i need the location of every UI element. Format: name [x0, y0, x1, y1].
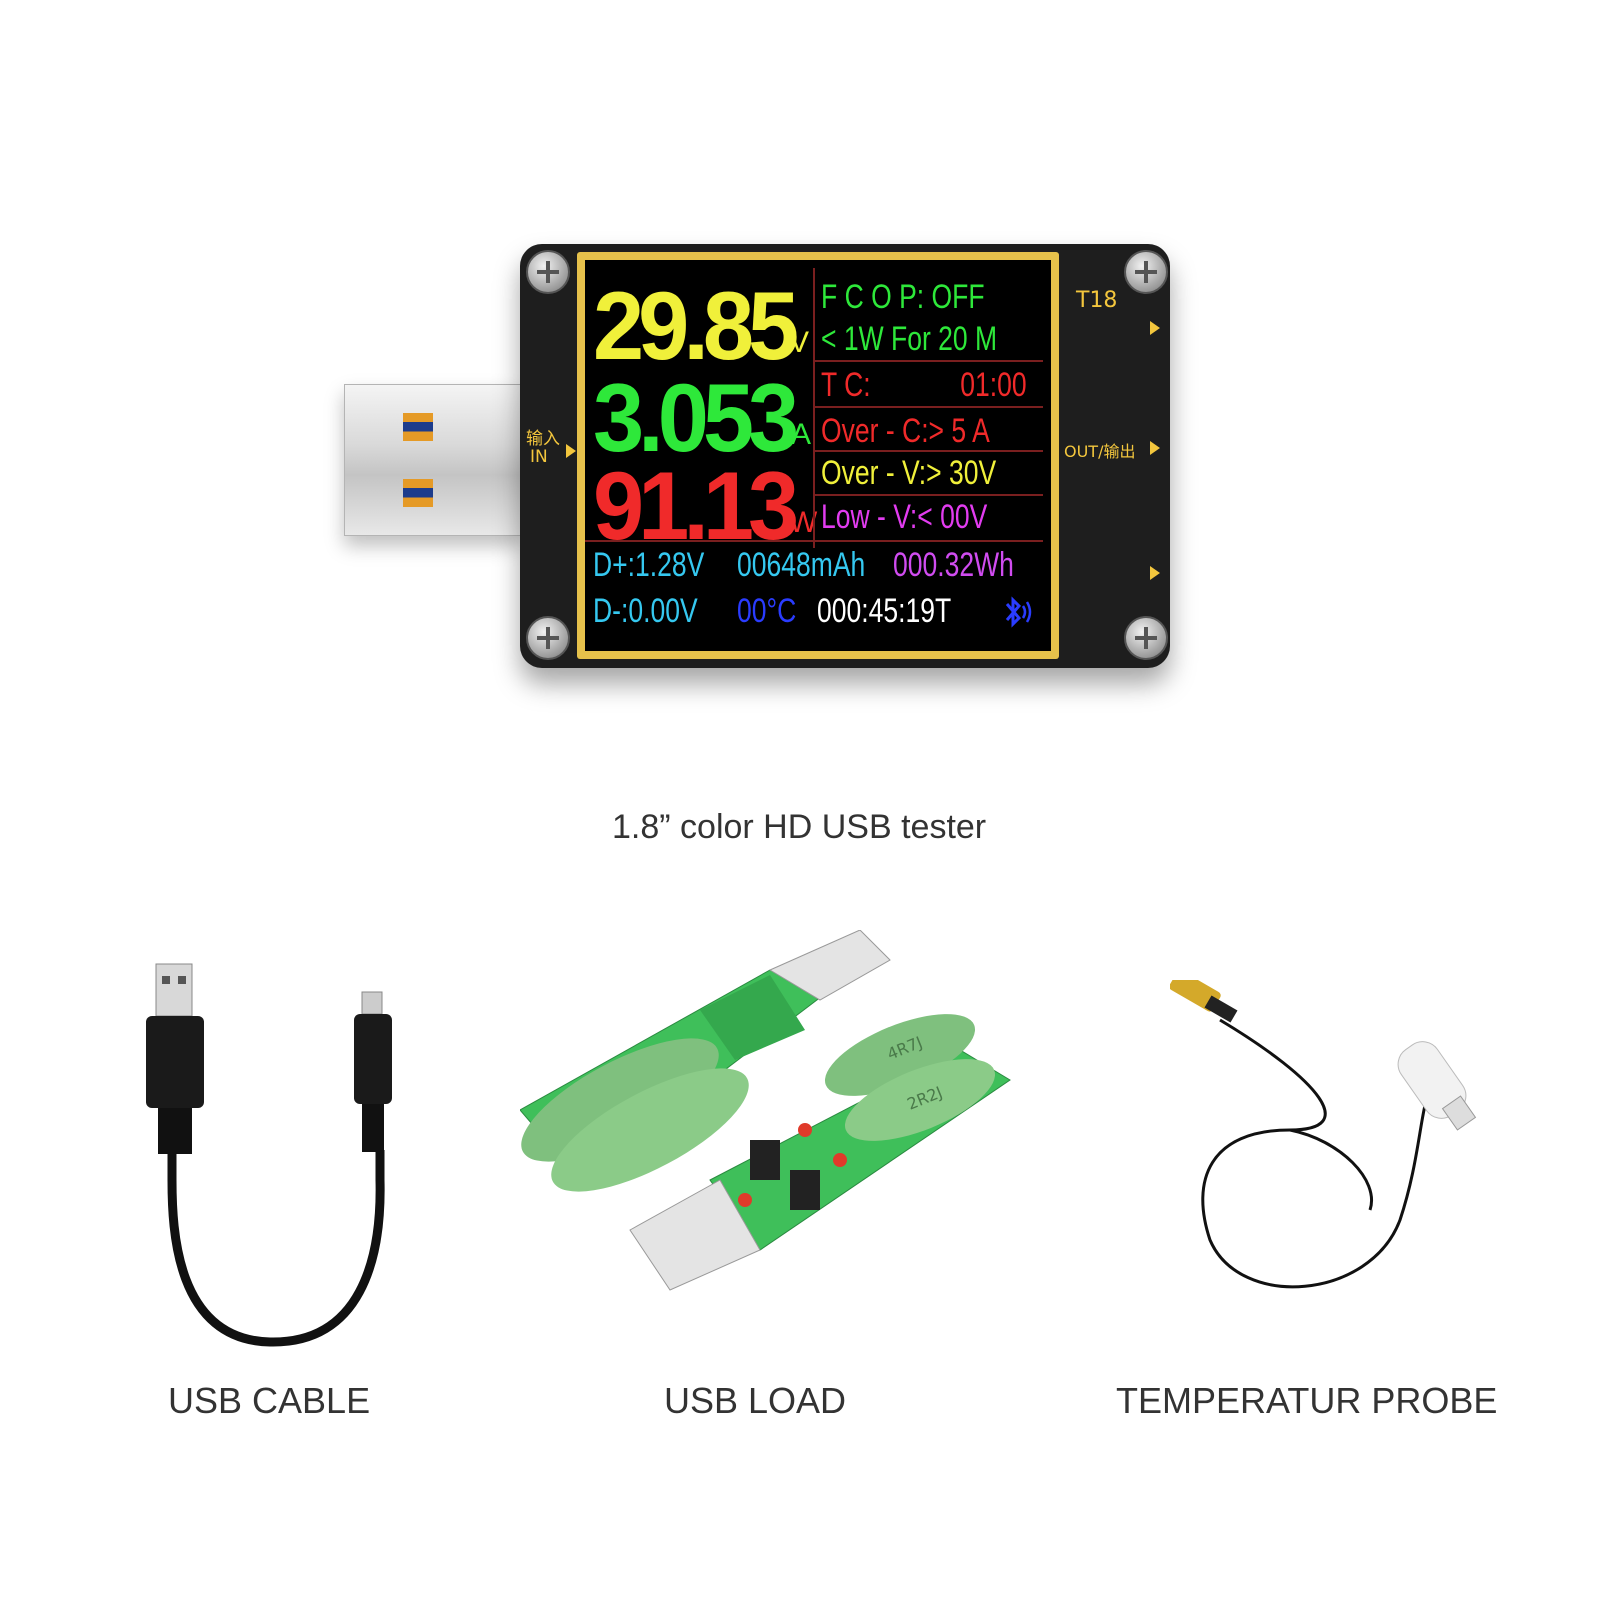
d-plus-voltage: D+:1.28V: [593, 546, 705, 584]
arrow-right-icon: [1150, 566, 1160, 580]
screen-divider: [813, 268, 815, 548]
tc-value: 01:00: [960, 366, 1027, 404]
input-label: 输入 IN: [526, 430, 560, 466]
screw-icon: [1124, 616, 1168, 660]
usb-load-image: 4R7J 2R2J: [520, 930, 1011, 1291]
over-current-limit: Over - C:> 5 A: [821, 412, 990, 450]
voltage-value: 29.85: [593, 272, 799, 380]
arrow-right-icon: [1150, 321, 1160, 335]
tc-label: T C:: [821, 366, 871, 404]
fcop-status: F C O P: OFF: [821, 278, 985, 316]
arrow-right-icon: [566, 444, 576, 458]
voltage-unit: V: [789, 326, 810, 359]
tc-row: T C: 01:00: [821, 366, 1027, 404]
low-voltage-limit: Low - V:< 00V: [821, 498, 988, 536]
probe-caption: TEMPERATUR PROBE: [1116, 1380, 1498, 1421]
screen-divider: [815, 406, 1043, 408]
bluetooth-icon: [1005, 596, 1032, 628]
power-value: 91.13: [593, 452, 799, 560]
energy-value: 000.32Wh: [893, 546, 1014, 584]
screen-divider: [815, 360, 1043, 362]
screen-divider: [815, 494, 1043, 496]
cutoff-setting: < 1W For 20 M: [821, 320, 998, 358]
current-unit: A: [791, 418, 812, 451]
cable-caption: USB CABLE: [168, 1380, 371, 1421]
tester-usb-plug: [344, 384, 524, 536]
temperature-value: 00°C: [737, 592, 797, 630]
output-label: OUT/输出: [1064, 442, 1136, 461]
input-label-cn: 输入: [526, 429, 560, 449]
temperature-probe-image: [1170, 980, 1477, 1289]
usb-pin: [403, 479, 433, 507]
load-caption: USB LOAD: [664, 1380, 847, 1421]
power-unit: W: [789, 506, 818, 539]
arrow-right-icon: [1150, 441, 1160, 455]
screw-icon: [526, 250, 570, 294]
capacity-value: 00648mAh: [737, 546, 866, 584]
screen-divider: [815, 450, 1043, 452]
input-label-en: IN: [530, 447, 548, 467]
usb-pin: [403, 413, 433, 441]
model-label: T18: [1076, 288, 1118, 313]
tester-caption: 1.8” color HD USB tester: [612, 808, 987, 846]
current-value: 3.053: [593, 364, 799, 472]
screen-divider: [585, 540, 1043, 542]
d-minus-voltage: D-:0.00V: [593, 592, 698, 630]
over-voltage-limit: Over - V:> 30V: [821, 454, 997, 492]
screw-icon: [1124, 250, 1168, 294]
usb-cable-image: [146, 963, 392, 1347]
elapsed-time: 000:45:19T: [817, 592, 952, 630]
tester-screen: 29.85 V 3.053 A 91.13 W F C O P: OFF < 1…: [585, 260, 1051, 651]
screw-icon: [526, 616, 570, 660]
